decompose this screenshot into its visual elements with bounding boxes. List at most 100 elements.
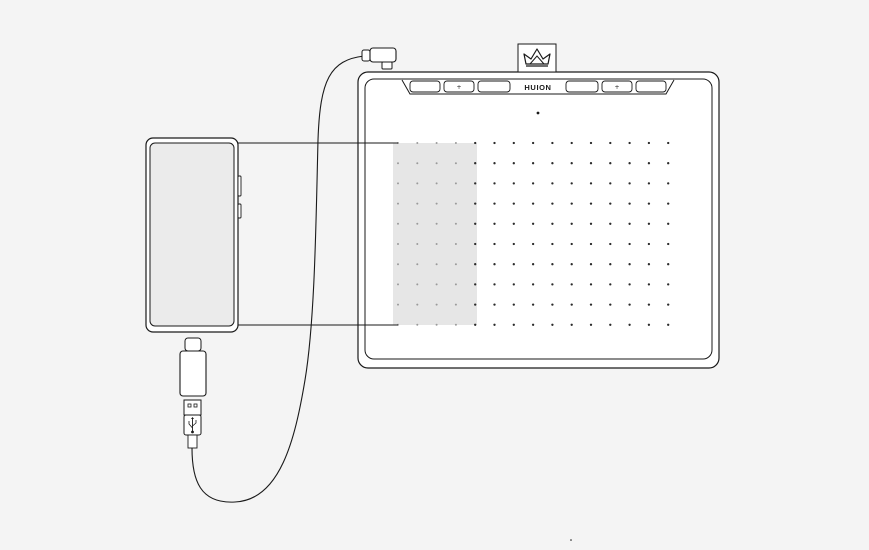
grid-dot — [570, 202, 573, 205]
grid-dot — [397, 303, 399, 306]
grid-dot — [397, 162, 399, 165]
grid-dot — [609, 303, 612, 306]
express-key-plus-right: + — [614, 84, 619, 91]
grid-dot — [667, 202, 670, 205]
grid-dot — [667, 283, 670, 286]
grid-dot — [570, 323, 573, 326]
grid-dot — [435, 263, 438, 266]
grid-dot — [667, 141, 670, 145]
grid-dot — [416, 283, 419, 286]
grid-dot — [589, 263, 593, 266]
grid-dot — [570, 303, 573, 306]
grid-dot — [416, 222, 419, 225]
grid-dot — [512, 141, 515, 145]
express-key-4 — [565, 80, 599, 93]
grid-dot — [589, 303, 593, 306]
grid-dot — [474, 202, 477, 205]
grid-dot — [570, 283, 573, 286]
phone-screen — [149, 142, 235, 327]
usb-a-pin-right — [193, 403, 198, 408]
grid-dot — [647, 323, 651, 326]
grid-dot — [512, 242, 515, 246]
grid-dot — [454, 182, 457, 185]
phone-power-button — [237, 203, 242, 219]
grid-dot — [454, 162, 457, 165]
grid-dot — [474, 323, 477, 326]
express-key-3 — [477, 80, 511, 93]
grid-dot — [416, 243, 419, 245]
grid-dot — [628, 202, 631, 205]
grid-dot — [609, 242, 612, 246]
grid-dot — [454, 323, 457, 326]
usb-cable — [191, 55, 365, 503]
grid-dot — [454, 263, 457, 266]
grid-dot — [474, 263, 477, 266]
grid-dot — [531, 263, 535, 266]
grid-dot — [609, 263, 612, 266]
express-key-2 — [443, 80, 475, 93]
grid-dot — [512, 162, 515, 165]
grid-dot — [628, 141, 631, 145]
grid-dot — [416, 323, 419, 326]
grid-dot — [551, 202, 554, 205]
grid-dot — [435, 182, 438, 185]
grid-dot — [531, 202, 535, 205]
grid-dot — [512, 202, 515, 205]
phone-volume-button — [237, 175, 242, 197]
mapped-phone-area — [393, 143, 477, 325]
grid-dot — [667, 222, 670, 225]
grid-dot — [628, 162, 631, 165]
grid-dot — [397, 182, 399, 185]
grid-dot — [454, 202, 457, 205]
grid-dot — [551, 222, 554, 225]
right-angle-usb-c-plug — [361, 47, 397, 70]
grid-dot — [647, 242, 651, 246]
grid-dot — [609, 182, 612, 185]
grid-dot — [493, 323, 496, 326]
drawing-tablet: + + HUION — [357, 71, 720, 369]
grid-dot — [531, 242, 535, 246]
grid-dot — [570, 141, 573, 145]
grid-dot — [628, 303, 631, 306]
usb-a-pin-left — [187, 403, 192, 408]
tablet-dot-grid — [397, 141, 670, 326]
grid-dot — [493, 303, 496, 306]
grid-dot — [667, 303, 670, 306]
grid-dot — [493, 202, 496, 205]
grid-dot — [589, 323, 593, 326]
grid-dot — [570, 222, 573, 225]
grid-dot — [589, 222, 593, 225]
grid-dot — [454, 303, 457, 306]
grid-dot — [628, 182, 631, 185]
grid-dot — [474, 182, 477, 185]
usb-c-connector-tip — [184, 337, 202, 352]
grid-dot — [474, 303, 477, 306]
grid-dot — [493, 182, 496, 185]
grid-dot — [454, 243, 457, 245]
otg-adapter — [179, 337, 207, 397]
grid-dot — [628, 283, 631, 286]
grid-dot — [531, 283, 535, 286]
tablet-express-keys: + + — [409, 80, 667, 93]
grid-dot — [551, 263, 554, 266]
grid-dot — [531, 141, 535, 145]
grid-dot — [589, 162, 593, 165]
grid-dot — [609, 162, 612, 165]
usb-a-strain-relief — [187, 434, 198, 449]
grid-dot — [435, 283, 438, 286]
usb-a-plug — [183, 399, 202, 449]
grid-dot — [397, 283, 399, 286]
grid-dot — [667, 323, 670, 326]
grid-dot — [551, 162, 554, 165]
grid-dot — [667, 263, 670, 266]
grid-dot — [512, 283, 515, 286]
grid-dot — [416, 202, 419, 205]
grid-dot — [647, 162, 651, 165]
grid-dot — [454, 222, 457, 225]
express-key-6 — [635, 80, 667, 93]
grid-dot — [609, 222, 612, 225]
grid-dot — [628, 242, 631, 246]
grid-dot — [512, 222, 515, 225]
grid-dot — [589, 182, 593, 185]
